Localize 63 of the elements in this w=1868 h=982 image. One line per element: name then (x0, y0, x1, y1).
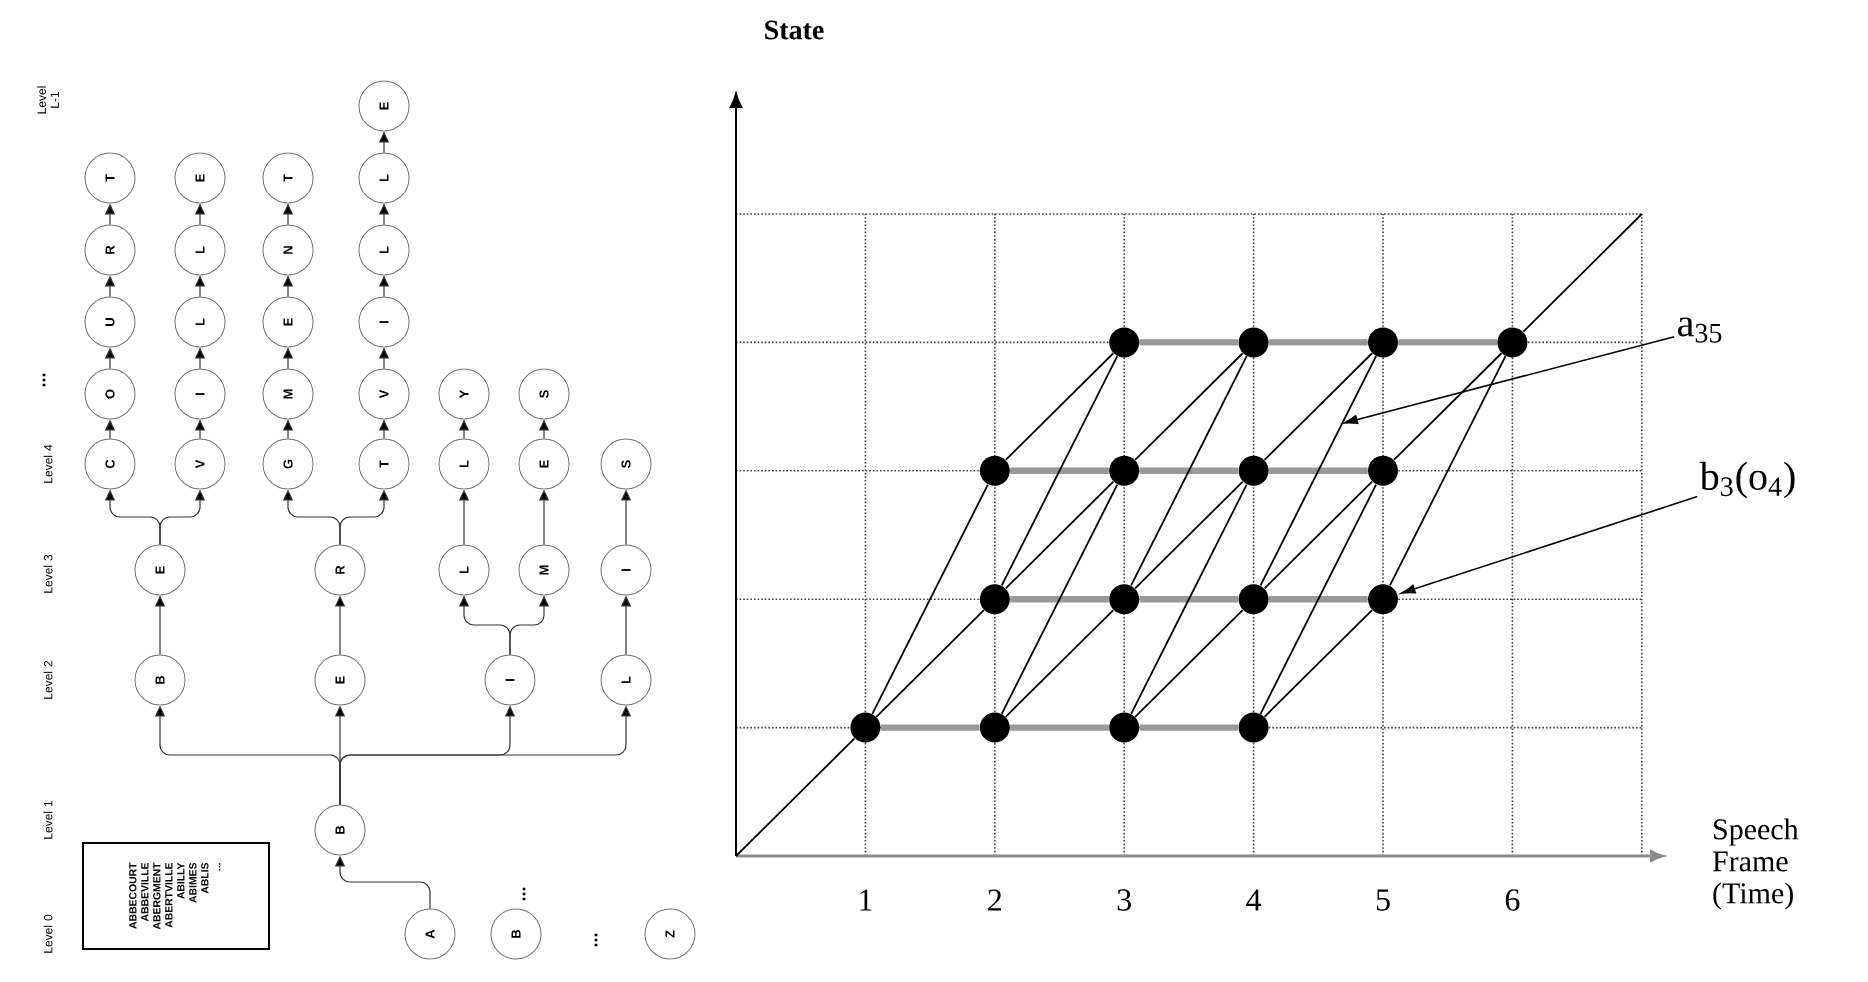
trellis-line (1269, 339, 1368, 346)
annotation-label: b$_{3}$(o$_{4}$) (1699, 461, 1795, 499)
trellis-line (1139, 596, 1239, 603)
trellis-line (1004, 609, 1115, 718)
state-dot (1368, 455, 1398, 486)
state-dot (1109, 584, 1140, 615)
tick-label: 4 (1246, 889, 1262, 911)
trellis-line (1269, 596, 1368, 603)
annotation-label: a$_{35}$ (1678, 317, 1722, 343)
trellis-line (1263, 352, 1373, 461)
state-dot (1109, 327, 1140, 358)
trellis-line (1004, 352, 1115, 461)
state-dot (1238, 584, 1269, 615)
state-dot (1368, 327, 1398, 358)
trellis-line (1000, 355, 1119, 587)
state-dot (850, 712, 881, 743)
tick-label: 2 (988, 889, 1002, 911)
trellis-line (1398, 339, 1497, 346)
trellis-line (1130, 483, 1248, 715)
tick-label: 3 (1117, 889, 1131, 911)
state-dot (1238, 327, 1269, 358)
tick-label: 1 (860, 889, 872, 911)
state-dot (1109, 455, 1140, 486)
state-dot (979, 712, 1010, 743)
trellis-line (1134, 480, 1244, 590)
trellis-line (871, 483, 989, 715)
trellis-line (1269, 467, 1368, 474)
trellis-line (1134, 609, 1244, 718)
ellipsis: ... (42, 373, 46, 387)
state-dot (979, 584, 1010, 615)
trellis-line (1139, 467, 1239, 474)
state-dot (979, 455, 1010, 486)
trellis-line (1010, 596, 1109, 603)
state-dot (1238, 712, 1269, 743)
trellis-line (1139, 339, 1239, 346)
trellis-line (1263, 609, 1373, 718)
trellis-line (1010, 724, 1109, 731)
state-dot (1238, 455, 1269, 486)
leader-line (1343, 335, 1676, 425)
ellipsis: ... (594, 933, 598, 947)
trellis-line (1004, 480, 1115, 590)
axis-label: State (765, 20, 824, 40)
trellis-line (875, 609, 985, 718)
trellis-line (1263, 480, 1373, 590)
state-dot (1109, 712, 1140, 743)
trellis-line (1134, 352, 1244, 461)
trellis-line (1522, 213, 1643, 333)
axis-label: Speech Frame (Time) (1712, 818, 1799, 910)
state-dot (1368, 584, 1398, 615)
trellis-line (880, 724, 980, 731)
tick-label: 6 (1505, 889, 1520, 911)
tick-label: 5 (1376, 889, 1390, 911)
trellis-line (1259, 483, 1377, 715)
trellis-line (1139, 724, 1239, 731)
trellis-line (1130, 355, 1248, 587)
leader-line (1401, 495, 1699, 594)
trellis-line (1010, 467, 1109, 474)
trellis-line (1000, 483, 1119, 715)
state-dot (1497, 327, 1528, 358)
trellis-line (1259, 355, 1377, 587)
trellis-line (1389, 355, 1507, 587)
trellis-line (1393, 352, 1503, 461)
trellis-line (735, 737, 856, 857)
